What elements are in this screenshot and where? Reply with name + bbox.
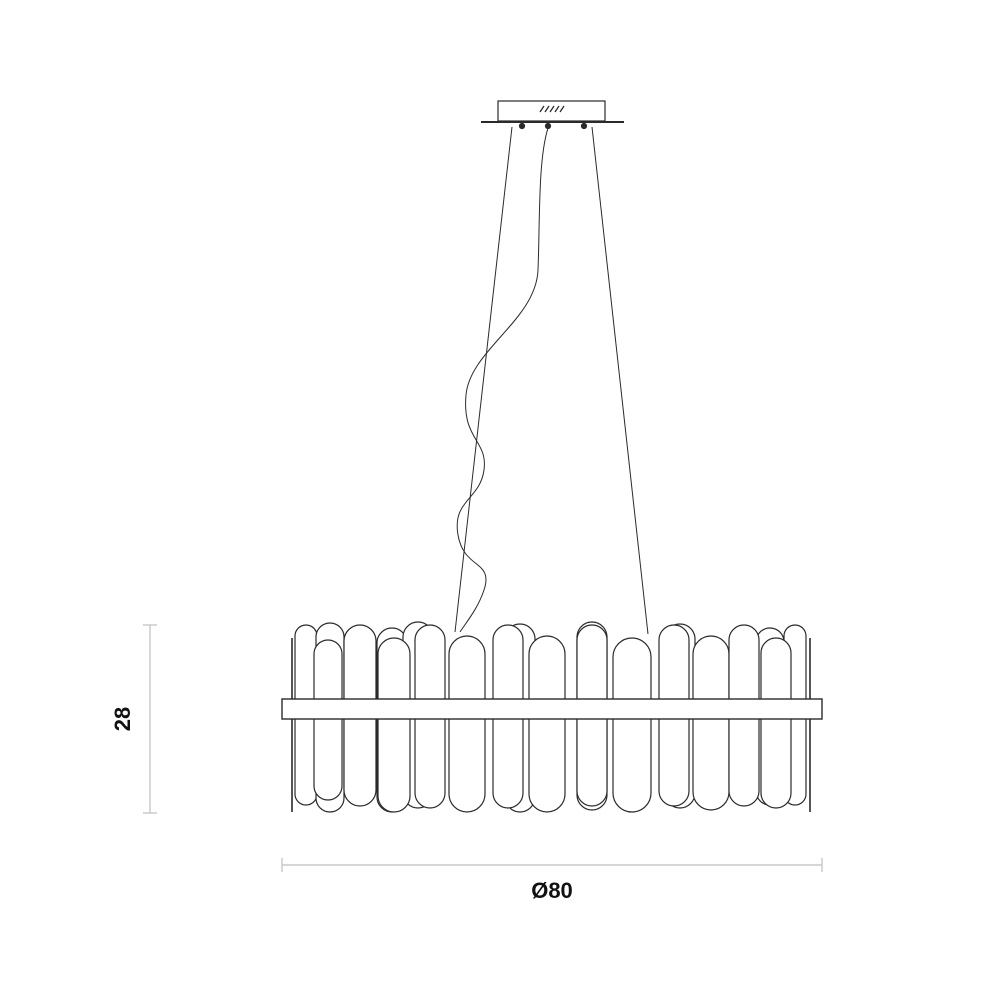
suspension-cable-right (591, 126, 649, 635)
suspension-cable-left (454, 126, 513, 633)
power-cord (456, 127, 549, 633)
diameter-dimension (281, 858, 823, 872)
suspension-cables (454, 126, 649, 635)
cable-anchor-right (580, 122, 588, 130)
cable-anchor-mid (544, 122, 552, 130)
glass-panel-ring (291, 621, 811, 813)
ceiling-canopy (481, 100, 624, 130)
cable-anchor-left (518, 122, 526, 130)
glass-panel-front (692, 635, 730, 811)
glass-panel-front (313, 639, 343, 801)
canopy-vent (539, 105, 565, 113)
glass-panel-front (760, 637, 792, 809)
ring-band (281, 698, 823, 720)
height-label: 28 (110, 707, 135, 731)
glass-panel-front (528, 635, 566, 813)
height-dimension (143, 624, 157, 814)
glass-panel-front (612, 637, 652, 813)
glass-panel-front (448, 635, 486, 813)
diameter-label: Ø80 (531, 878, 573, 903)
glass-panel-front (377, 637, 411, 813)
